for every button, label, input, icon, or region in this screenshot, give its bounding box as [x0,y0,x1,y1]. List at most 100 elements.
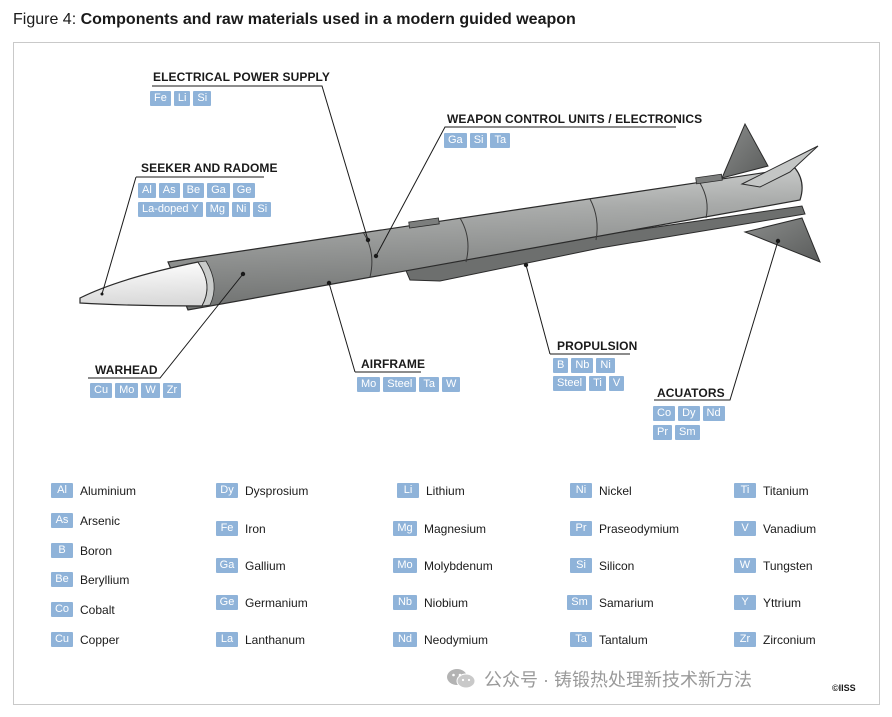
legend-name: Arsenic [80,513,121,528]
chip-airframe-mo: Mo [357,377,381,392]
chip-airframe-ta: Ta [419,377,439,392]
chip-propulsion-v: V [608,376,625,391]
callout-airframe-label: AIRFRAME [361,357,426,371]
wechat-icon [447,669,476,689]
legend-name: Neodymium [424,632,489,647]
callout-power-label: ELECTRICAL POWER SUPPLY [153,70,330,84]
legend-item-al: Al Aluminium [51,482,136,499]
chip-seeker-as: As [158,183,180,198]
leader-dot-control [373,253,379,259]
leader-propulsion [525,264,630,355]
legend-name: Dysprosium [245,483,309,498]
chip-airframe-steel: Steel [383,377,417,392]
legend-chip: Y [734,595,756,610]
legend-chip: Be [51,572,73,587]
leader-dot-airframe [326,280,332,286]
chip-propulsion-ni: Ni [596,358,615,373]
legend-chip: Li [397,483,419,498]
chip-warhead-w: W [141,383,160,398]
legend-item-ta: Ta Tantalum [570,631,648,648]
legend-name: Vanadium [763,521,817,536]
watermark-text: 公众号 · 铸锻热处理新技术新方法 [484,670,752,690]
nose-band [197,260,215,307]
callout-seeker-label: SEEKER AND RADOME [141,161,278,175]
figure-heading: Components and raw materials used in a m… [80,11,576,28]
chip-airframe-w: W [441,377,461,392]
leader-dot-warhead [240,271,246,277]
chip-power-fe: Fe [150,91,171,106]
legend-chip: Ga [216,558,238,573]
legend-chip: Mg [393,521,417,536]
upper-tail-fin [721,122,769,179]
chips-warhead-row-1: Cu Mo W Zr [90,383,182,398]
legend-name: Tantalum [599,632,648,647]
legend-chip: B [51,543,73,558]
chip-actuators-dy: Dy [678,406,700,421]
legend-chip: Al [51,483,73,498]
chip-power-li: Li [173,91,191,106]
chip-seeker-be: Be [182,183,205,198]
legend-chip: Nb [393,595,417,610]
legend-name: Samarium [599,595,654,610]
legend-item-as: As Arsenic [51,512,120,529]
legend-chip: Zr [734,632,756,647]
copyright-credit: ©IISS [832,683,856,693]
legend-name: Tungsten [763,558,813,573]
legend-item-zr: Zr Zirconium [734,631,816,648]
legend-chip: As [51,513,73,528]
legend-name: Zirconium [763,632,816,647]
chip-propulsion-nb: Nb [571,358,594,373]
watermark: 公众号 · 铸锻热处理新技术新方法 [446,666,752,692]
hanger-lug-front [408,217,440,229]
chip-seeker-mg: Mg [205,202,229,217]
leader-dot-actuators [775,238,781,244]
chip-propulsion-steel: Steel [553,376,587,391]
legend-name: Silicon [599,558,635,573]
chips-propulsion-row-1: B Nb Ni [553,358,615,373]
legend-name: Aluminium [80,483,137,498]
legend-name: Molybdenum [424,558,493,573]
figure-label: Figure 4: [13,11,77,28]
chip-warhead-cu: Cu [90,383,113,398]
leader-airframe [328,282,421,373]
chip-warhead-mo: Mo [115,383,139,398]
chip-propulsion-b: B [553,358,569,373]
chips-airframe-row-1: Mo Steel Ta W [357,377,461,392]
chip-seeker-si: Si [253,202,272,217]
legend-name: Lanthanum [245,632,306,647]
chips-actuators-row-1: Co Dy Nd [653,406,725,421]
legend-name: Gallium [245,558,286,573]
leader-power [152,85,369,241]
chip-seeker-al: Al [138,183,156,198]
chip-seeker-la-doped-y: La-doped Y [138,202,203,217]
legend-chip: W [734,558,756,573]
missile-body [167,167,803,311]
legend-chip: Ta [570,632,592,647]
legend-name: Lithium [426,483,465,498]
legend-name: Germanium [245,595,308,610]
chip-seeker-ge: Ge [232,183,256,198]
callout-control-label: WEAPON CONTROL UNITS / ELECTRONICS [447,112,703,126]
legend-name: Yttrium [763,595,802,610]
chips-propulsion-row-2: Steel Ti V [553,376,625,391]
figure-title: Figure 4: Components and raw materials u… [13,11,576,29]
legend-name: Cobalt [80,602,115,617]
chip-warhead-zr: Zr [162,383,182,398]
callout-actuators-label: ACUATORS [657,386,725,400]
chip-actuators-pr: Pr [653,425,672,440]
chip-power-si: Si [193,91,212,106]
callout-warhead-label: WARHEAD [95,363,158,377]
leader-warhead [88,273,244,379]
legend-item-y: Y Yttrium [734,594,801,611]
legend-chip: Nd [393,632,417,647]
legend-chip: Fe [216,521,238,536]
